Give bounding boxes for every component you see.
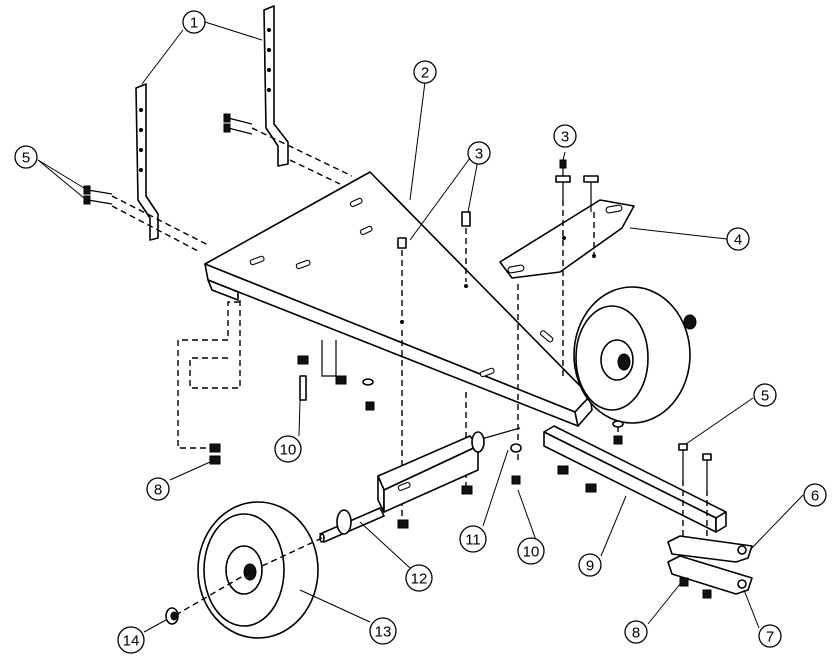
svg-text:2: 2 [421,65,429,82]
hitch-plate-lower [667,555,753,599]
callout-3-bracket: 3 [553,124,577,148]
callout-10-right: 10 [517,537,545,565]
svg-text:8: 8 [632,625,640,642]
svg-text:7: 7 [766,629,774,646]
callout-2: 2 [413,60,437,84]
svg-text:11: 11 [465,532,481,549]
front-wheel [173,501,323,639]
svg-text:5: 5 [22,150,30,167]
leader-lines [37,21,804,633]
callout-7: 7 [758,624,782,648]
svg-text:8: 8 [154,482,162,499]
callout-3-frame: 3 [467,141,491,165]
upright-bracket-right [263,5,289,167]
frame-hardware [209,340,624,529]
upright-bracket-left [135,83,159,241]
assembly-line [289,159,341,185]
main-frame [204,171,593,427]
svg-text:9: 9 [586,558,594,575]
callout-8-left: 8 [146,477,170,501]
svg-text:12: 12 [411,571,428,588]
axle-mount [319,427,522,543]
hub-cap [165,607,179,625]
callout-1: 1 [182,10,206,34]
tongue-bar [543,425,727,533]
callout-9: 9 [578,553,602,577]
bracket-bolts [397,159,599,249]
hitch-plate-upper [667,535,753,563]
assembly-line [251,127,353,177]
wheel-bracket [499,199,635,279]
svg-text:6: 6 [811,488,819,505]
svg-text:13: 13 [375,624,392,641]
callout-6: 6 [803,483,827,507]
tongue-bolts [678,443,712,560]
assembly-line [111,195,211,247]
rear-wheel [573,286,697,424]
svg-text:10: 10 [280,442,297,459]
svg-text:14: 14 [123,633,140,650]
svg-text:5: 5 [761,388,769,405]
callout-8-right: 8 [624,620,648,644]
bolts-left-upright [83,113,253,205]
assembly-line [111,205,201,253]
callout-10-left: 10 [274,435,302,463]
svg-text:4: 4 [734,232,742,249]
callout-5-left: 5 [14,145,38,169]
assembly-line [177,300,241,449]
svg-text:3: 3 [475,146,483,163]
callout-5-right: 5 [753,383,777,407]
callout-14: 14 [117,626,145,654]
callout-13: 13 [369,617,397,645]
callout-4: 4 [726,227,750,251]
callout-12: 12 [405,564,433,592]
svg-text:3: 3 [561,129,569,146]
svg-text:10: 10 [523,544,540,561]
svg-text:1: 1 [190,15,198,32]
callout-11: 11 [459,525,487,553]
